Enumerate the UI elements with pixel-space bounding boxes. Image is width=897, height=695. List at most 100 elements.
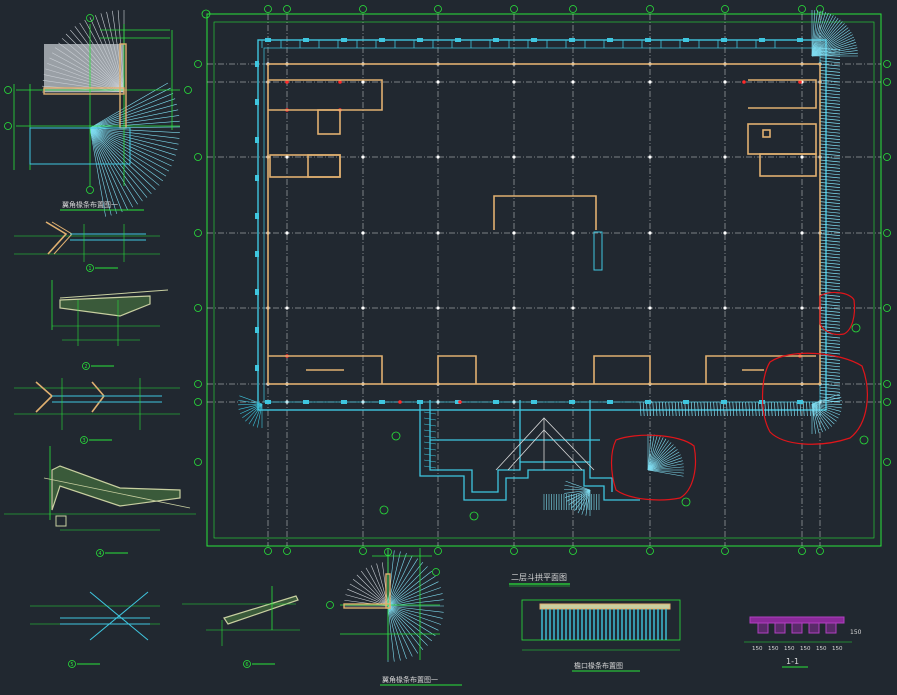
column-node xyxy=(648,306,651,309)
rafter-bottom xyxy=(803,402,804,416)
column-node xyxy=(800,155,803,158)
axis-bubble-top-circle xyxy=(265,6,272,13)
rafter-bottom xyxy=(720,402,721,416)
rafters-bottom-edge xyxy=(640,402,820,416)
bracket-left xyxy=(255,289,259,295)
rafter-right xyxy=(820,118,840,120)
bracket-bottom xyxy=(797,400,803,404)
bracket-bottom xyxy=(531,400,537,404)
fan-rafter xyxy=(574,490,590,511)
axis-bubble-left xyxy=(195,305,202,312)
rafter-right xyxy=(820,96,840,98)
rafter-right xyxy=(820,122,840,124)
axis-bubble-left xyxy=(195,459,202,466)
rafter-bottom xyxy=(765,402,766,416)
rafter-bottom xyxy=(678,402,679,416)
detail-number-bubble-label: 5 xyxy=(70,662,73,668)
section-dim-label: 150 xyxy=(832,646,843,652)
bracket-top xyxy=(569,38,575,42)
rafter-right xyxy=(820,70,840,72)
rafter-right xyxy=(820,330,840,332)
axis-bubble xyxy=(5,87,12,94)
axis-bubble-left-circle xyxy=(195,61,202,68)
rafter-right xyxy=(820,371,840,373)
red-marker xyxy=(398,400,402,404)
rafter-right xyxy=(820,298,840,300)
rafter-right xyxy=(820,365,840,367)
rafter-bottom xyxy=(691,402,692,416)
axis-bubble-bottom xyxy=(799,548,806,555)
rafter-bottom xyxy=(701,402,702,416)
column-node xyxy=(436,155,439,158)
rafter-bottom xyxy=(733,402,734,416)
bracket-bottom xyxy=(607,400,613,404)
bracket-top xyxy=(265,38,271,42)
rafter-right xyxy=(820,160,840,162)
column-node xyxy=(361,231,364,234)
fan-rafter xyxy=(388,606,428,646)
axis-bubble-right-circle xyxy=(884,399,891,406)
callout-bubble xyxy=(380,506,388,514)
rafter-bottom xyxy=(794,402,795,416)
axis-bubbles-top xyxy=(265,6,824,13)
axis-bubble-bottom-circle xyxy=(435,548,442,555)
axis-bubble xyxy=(5,123,12,130)
rafter-bottom xyxy=(659,402,660,416)
bracket-bottom xyxy=(721,400,727,404)
axis-bubble-top-circle xyxy=(570,6,577,13)
callout-bubble xyxy=(392,432,400,440)
bracket-top xyxy=(417,38,423,42)
rafter-right xyxy=(820,266,840,268)
rafter-right xyxy=(820,173,840,175)
detail-number-bubble: 2 xyxy=(83,363,90,371)
eave-plan-title: 檐口椽条布置图 xyxy=(574,661,623,670)
axis-bubble-left xyxy=(195,230,202,237)
axis-bubble-bottom-circle xyxy=(722,548,729,555)
rafter-bottom xyxy=(778,402,779,416)
bracket-left xyxy=(255,251,259,257)
rafter-right xyxy=(820,128,840,130)
corner-detail-1-title: 翼角椽条布置图一 xyxy=(62,200,118,209)
axis-bubble-bottom-circle xyxy=(799,548,806,555)
detail-number-bubble: 4 xyxy=(97,550,104,558)
rafter-right xyxy=(820,253,840,255)
detail-number-bubble-label: 6 xyxy=(245,662,248,668)
rafter-right xyxy=(820,189,840,191)
rafter-right xyxy=(820,250,840,252)
bracket-top xyxy=(607,38,613,42)
rafter-bottom xyxy=(746,402,747,416)
rafter-right xyxy=(820,131,840,133)
detail-5-plan xyxy=(30,592,160,640)
rafter-bottom xyxy=(800,402,801,416)
rafter-right xyxy=(820,86,840,88)
rafter-right xyxy=(820,221,840,223)
axis-bubble-right xyxy=(884,230,891,237)
main-plan-title-block: 二层斗拱平面图 xyxy=(509,572,570,586)
axis-bubble-bottom xyxy=(511,548,518,555)
rafter-right xyxy=(820,115,840,117)
detail-6-elevation xyxy=(182,586,300,646)
rafter-right xyxy=(820,304,840,306)
axis-bubble-top xyxy=(284,6,291,13)
bracket-left xyxy=(255,61,259,67)
callout-bubble xyxy=(470,512,478,520)
detail-number-bubble: 1 xyxy=(87,265,94,273)
bracket-bottom xyxy=(379,400,385,404)
rafter-right xyxy=(820,272,840,274)
axis-bubble-left xyxy=(195,399,202,406)
axis-bubble-top-circle xyxy=(511,6,518,13)
corner-detail-2-title: 翼角椽条布置图一 xyxy=(382,675,438,684)
axis-bubble-top xyxy=(647,6,654,13)
axis-bubble-right-circle xyxy=(884,381,891,388)
axis-bubble-bottom xyxy=(360,548,367,555)
rafter-right xyxy=(820,259,840,261)
rafter-bottom xyxy=(771,402,772,416)
axis-bubble-left-circle xyxy=(195,230,202,237)
rafter-bottom xyxy=(755,402,756,416)
axis-bubble-left xyxy=(195,61,202,68)
rafter-bottom xyxy=(704,402,705,416)
column-node xyxy=(571,80,574,83)
axis-bubble-bottom-circle xyxy=(647,548,654,555)
rafter-right xyxy=(820,202,840,204)
